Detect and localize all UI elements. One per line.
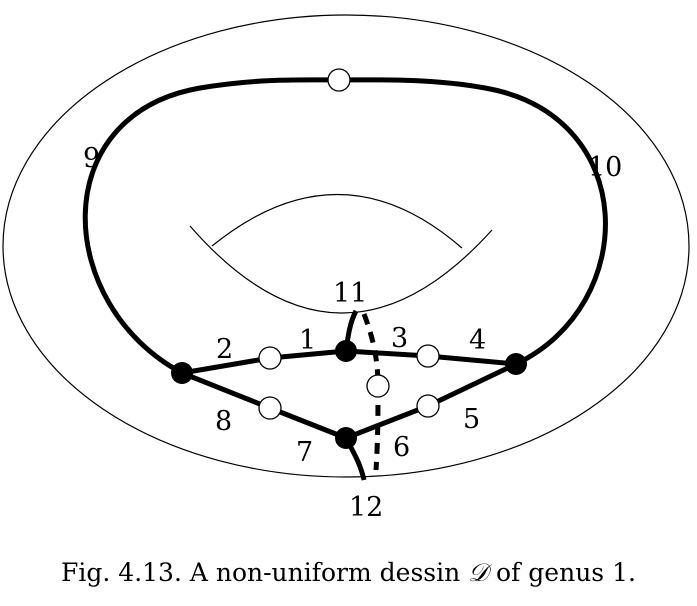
label-10: 10 xyxy=(588,152,622,183)
label-12: 12 xyxy=(349,492,383,523)
white-vertex-edge-2 xyxy=(258,346,282,370)
label-8: 8 xyxy=(215,406,232,437)
torus-hole-upper-curve xyxy=(211,193,463,249)
caption-symbol: 𝒟 xyxy=(468,558,489,587)
label-11: 11 xyxy=(333,278,367,309)
label-9: 9 xyxy=(83,143,100,174)
edge-10 xyxy=(338,77,608,367)
white-vertex-edge-3 xyxy=(416,344,440,368)
label-5: 5 xyxy=(463,404,480,435)
edge-1 xyxy=(269,348,347,361)
edge-6 xyxy=(345,403,429,441)
edge-7 xyxy=(269,405,347,441)
edge-8 xyxy=(181,370,271,411)
edge-9 xyxy=(82,77,340,376)
label-3: 3 xyxy=(391,323,408,354)
black-vertex-left xyxy=(171,362,193,384)
edge-4 xyxy=(427,353,517,367)
black-vertex-bottom-center xyxy=(335,427,357,449)
edge-5 xyxy=(426,361,518,409)
torus-hole-lower-curve xyxy=(189,225,493,314)
label-2: 2 xyxy=(216,334,233,365)
label-7: 7 xyxy=(296,437,313,468)
label-6: 6 xyxy=(393,432,410,463)
figure-caption: Fig. 4.13. A non-uniform dessin 𝒟 of gen… xyxy=(0,558,697,588)
caption-suffix: of genus 1. xyxy=(488,558,636,587)
label-4: 4 xyxy=(469,325,486,356)
white-vertex-edge-5 xyxy=(416,394,440,418)
label-1: 1 xyxy=(299,325,316,356)
white-vertex-back xyxy=(366,374,390,398)
caption-prefix: Fig. 4.13. A non-uniform dessin xyxy=(61,558,469,587)
white-vertex-edge-8 xyxy=(258,396,282,420)
edge-3 xyxy=(345,348,429,359)
edge-2 xyxy=(181,355,271,376)
torus-outline xyxy=(2,14,690,478)
black-vertex-top-center xyxy=(335,340,357,362)
edge-12-back-dashed xyxy=(373,385,381,471)
white-vertex-top xyxy=(327,68,351,92)
black-vertex-right xyxy=(505,353,527,375)
